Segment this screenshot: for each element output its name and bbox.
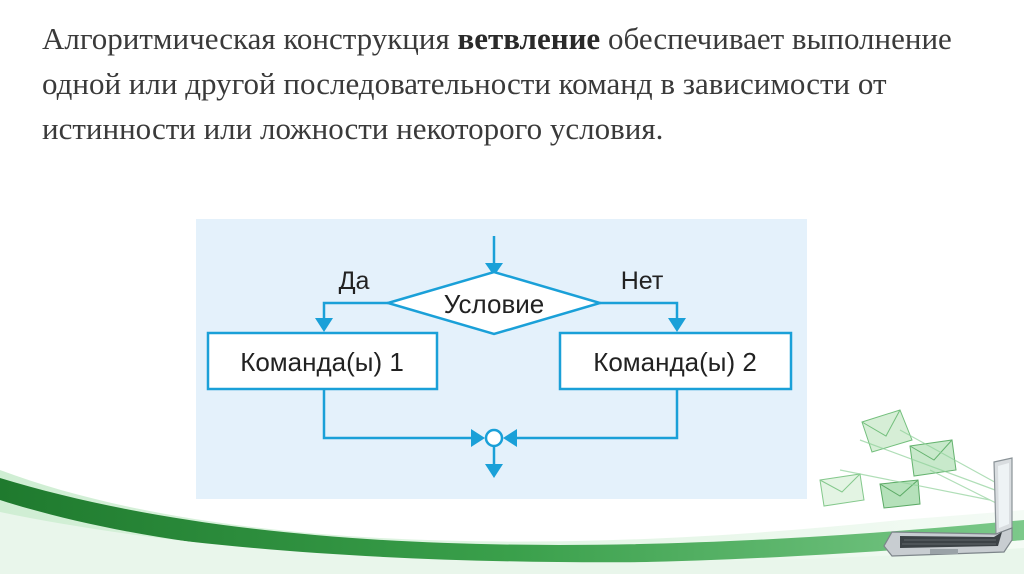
command-1-label: Команда(ы) 1: [240, 347, 404, 377]
right-return-line: [514, 389, 679, 440]
merge-point: [484, 428, 504, 448]
no-label: Нет: [621, 267, 664, 295]
text-bold-term: ветвление: [457, 21, 601, 56]
condition-label: Условие: [444, 289, 545, 319]
branching-flowchart: Условие Да Нет Команда(ы) 1 Команда(ы) 2: [196, 219, 807, 499]
left-return-line: [322, 389, 474, 440]
exit-arrow-icon: [485, 464, 503, 478]
command-2-box: [558, 331, 793, 391]
yes-label: Да: [339, 267, 370, 295]
no-branch-line: [600, 301, 679, 320]
no-arrow-icon: [668, 318, 686, 332]
condition-diamond: [383, 270, 605, 336]
merge-right-arrow-icon: [503, 429, 517, 447]
command-1-box: [206, 331, 439, 391]
slide-text: Алгоритмическая конструкция ветвление об…: [42, 16, 992, 151]
envelope-icon: [819, 409, 1001, 509]
laptop-icon: [883, 457, 1013, 557]
entry-arrow-icon: [485, 263, 503, 276]
yes-branch-line: [322, 301, 388, 320]
text-before: Алгоритмическая конструкция: [42, 21, 458, 56]
yes-arrow-icon: [315, 318, 333, 332]
command-2-label: Команда(ы) 2: [593, 347, 757, 377]
merge-left-arrow-icon: [471, 429, 485, 447]
text-after: обеспечивает выполнение одной или другой…: [42, 21, 952, 146]
